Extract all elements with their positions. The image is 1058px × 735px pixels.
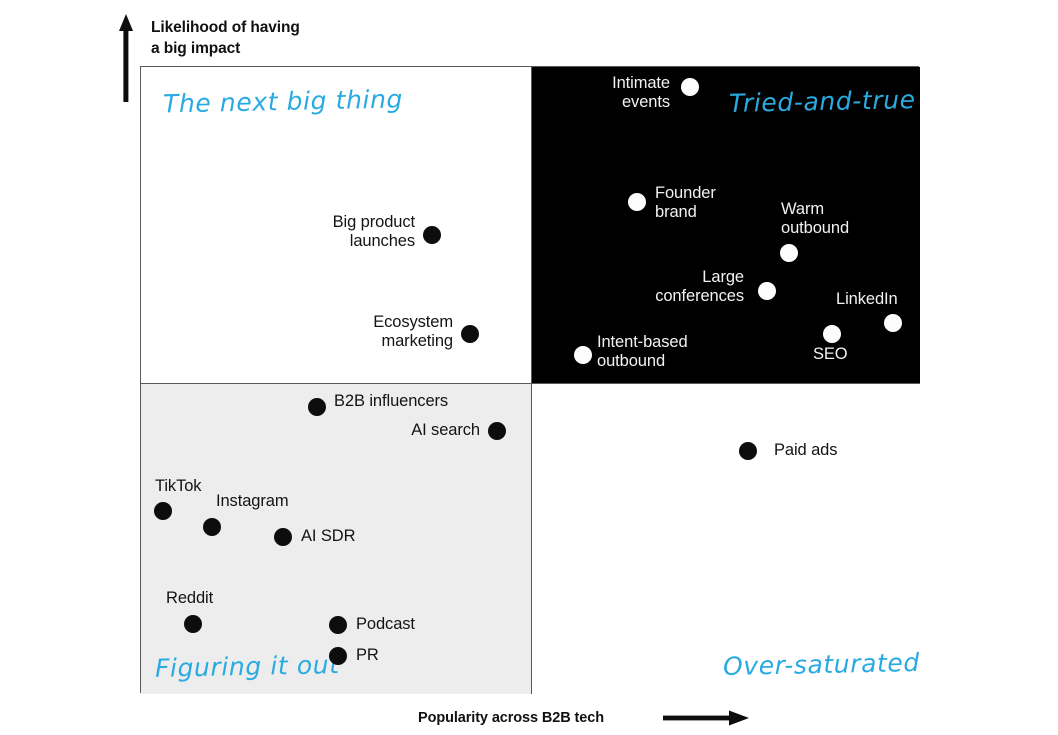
data-point-label-big-product-launches: Big product launches	[332, 213, 415, 251]
up-arrow-icon	[119, 14, 133, 102]
quadrant-bottom-left	[141, 384, 532, 694]
data-point-large-conferences[interactable]	[758, 282, 776, 300]
data-point-intimate-events[interactable]	[681, 78, 699, 96]
data-point-label-b2b-influencers: B2B influencers	[334, 392, 449, 410]
data-point-label-instagram: Instagram	[216, 492, 289, 510]
data-point-podcast[interactable]	[329, 616, 347, 634]
quadrant-title-over-saturated: Over-saturated	[722, 647, 921, 682]
data-point-label-intent-based-outbound: Intent-based outbound	[597, 333, 688, 371]
data-point-label-ecosystem-marketing: Ecosystem marketing	[373, 313, 453, 351]
data-point-label-founder-brand: Founder brand	[655, 184, 716, 222]
data-point-founder-brand[interactable]	[628, 193, 646, 211]
data-point-linkedin[interactable]	[884, 314, 902, 332]
quadrant-divider-horizontal-left	[141, 383, 532, 385]
data-point-ai-search[interactable]	[488, 422, 506, 440]
quadrant-title-the-next-big-thing: The next big thing	[162, 84, 404, 119]
data-point-b2b-influencers[interactable]	[308, 398, 326, 416]
quadrant-bottom-right	[532, 384, 920, 694]
data-point-label-ai-sdr: AI SDR	[301, 527, 356, 545]
right-arrow-icon	[663, 710, 749, 726]
data-point-ai-sdr[interactable]	[274, 528, 292, 546]
quadrant-top-right	[532, 67, 920, 384]
data-point-label-tiktok: TikTok	[155, 477, 202, 495]
quadrant-divider-horizontal-right	[532, 383, 920, 385]
data-point-label-intimate-events: Intimate events	[612, 74, 670, 112]
data-point-label-warm-outbound: Warm outbound	[781, 200, 850, 238]
data-point-label-reddit: Reddit	[166, 589, 214, 607]
data-point-label-linkedin: LinkedIn	[836, 290, 898, 308]
data-point-pr[interactable]	[329, 647, 347, 665]
data-point-warm-outbound[interactable]	[780, 244, 798, 262]
data-point-ecosystem-marketing[interactable]	[461, 325, 479, 343]
quadrant-title-tried-and-true: Tried-and-true	[728, 85, 916, 118]
quadrant-title-figuring-it-out: Figuring it out	[154, 650, 340, 683]
data-point-instagram[interactable]	[203, 518, 221, 536]
data-point-label-seo: SEO	[813, 345, 848, 363]
data-point-label-ai-search: AI search	[411, 421, 480, 439]
data-point-paid-ads[interactable]	[739, 442, 757, 460]
data-point-tiktok[interactable]	[154, 502, 172, 520]
y-axis-label: Likelihood of having a big impact	[151, 19, 300, 57]
data-point-label-paid-ads: Paid ads	[774, 441, 838, 459]
quadrant-divider-vertical	[531, 67, 533, 694]
data-point-label-pr: PR	[356, 646, 379, 664]
data-point-label-podcast: Podcast	[356, 615, 415, 633]
data-point-seo[interactable]	[823, 325, 841, 343]
data-point-intent-based-outbound[interactable]	[574, 346, 592, 364]
data-point-label-large-conferences: Large conferences	[655, 268, 744, 306]
data-point-reddit[interactable]	[184, 615, 202, 633]
x-axis-label: Popularity across B2B tech	[418, 710, 604, 726]
data-point-big-product-launches[interactable]	[423, 226, 441, 244]
